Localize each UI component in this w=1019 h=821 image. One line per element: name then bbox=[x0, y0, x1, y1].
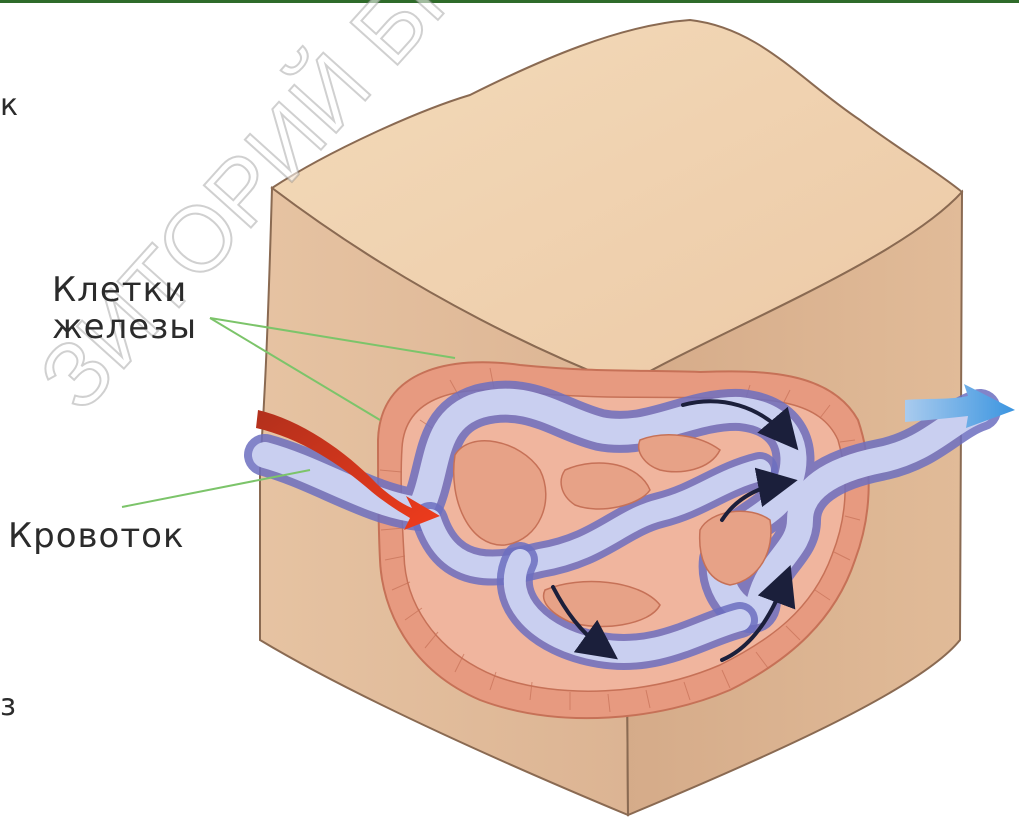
gland-cells-label-line1: Клетки bbox=[52, 272, 197, 309]
gland-cells-label: Клетки железы bbox=[52, 272, 197, 347]
blood-flow-label: Кровоток bbox=[8, 518, 185, 555]
gland-cells-label-line2: железы bbox=[52, 309, 197, 346]
cropped-text-fragment: к bbox=[0, 88, 18, 123]
cropped-text-fragment: з bbox=[0, 688, 16, 723]
